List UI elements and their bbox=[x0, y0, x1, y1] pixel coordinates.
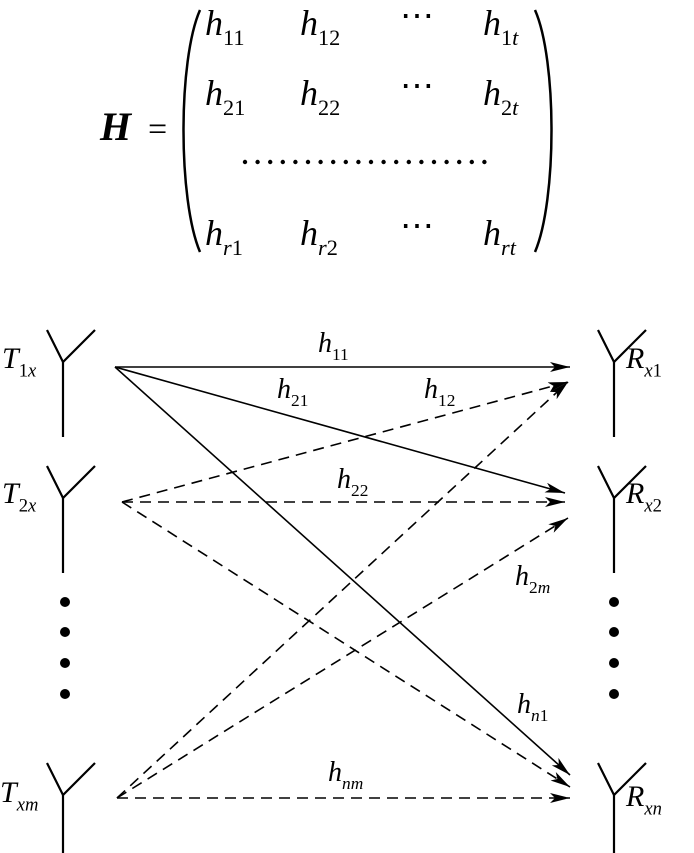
matrix-row-dot bbox=[268, 159, 273, 165]
matrix-entry: h1t bbox=[483, 3, 519, 50]
rx-antenna-icon bbox=[597, 465, 647, 573]
left-bracket bbox=[182, 9, 202, 253]
matrix-row-dot bbox=[406, 159, 411, 165]
link-label: h11 bbox=[318, 328, 349, 364]
channel-matrix-equation: H = h11 h12 ⋯ h1t h21 h22 ⋯ h2t hr1 hr2 ⋯ hrt bbox=[99, 0, 553, 260]
rx-antenna-icon bbox=[597, 762, 647, 853]
matrix-row-dot bbox=[431, 159, 437, 165]
matrix-entry: h12 bbox=[300, 3, 340, 50]
matrix-row-dot bbox=[318, 159, 323, 165]
matrix-row-dot bbox=[293, 159, 298, 165]
channel-link-dashed bbox=[121, 501, 571, 788]
matrix-ellipsis: ⋯ bbox=[400, 0, 434, 35]
antenna-ellipsis bbox=[60, 597, 619, 699]
link-label: h21 bbox=[277, 374, 308, 410]
tx-ellipsis-dot bbox=[60, 627, 70, 637]
matrix-ellipsis: ⋯ bbox=[400, 68, 434, 105]
matrix-cells: h11 h12 ⋯ h1t h21 h22 ⋯ h2t hr1 hr2 ⋯ hrt bbox=[205, 0, 519, 260]
channel-link-dashed bbox=[116, 517, 569, 799]
matrix-entry: h21 bbox=[205, 73, 245, 120]
matrix-ellipsis: ⋯ bbox=[400, 208, 434, 245]
matrix-entry: h22 bbox=[300, 73, 340, 120]
antennas bbox=[46, 329, 647, 853]
tx-antenna-icon bbox=[46, 762, 96, 853]
matrix-entry: h11 bbox=[205, 3, 244, 50]
tx-label: Txm bbox=[0, 776, 38, 815]
channel-link-solid bbox=[114, 366, 566, 494]
channel-link-dashed bbox=[121, 381, 569, 503]
right-bracket bbox=[533, 9, 553, 253]
matrix-entry: hrt bbox=[483, 213, 517, 260]
channel-links bbox=[114, 362, 571, 803]
equals-sign: = bbox=[148, 111, 167, 148]
rx-antenna-icon bbox=[597, 329, 647, 437]
matrix-row-dot bbox=[368, 159, 374, 165]
matrix-row-dot bbox=[331, 159, 336, 165]
matrix-row-dot bbox=[255, 159, 260, 165]
matrix-row-dot bbox=[381, 159, 386, 165]
link-label: hn1 bbox=[517, 689, 548, 725]
link-label: h22 bbox=[337, 464, 368, 500]
matrix-symbol: H bbox=[99, 104, 133, 149]
matrix-row-dot bbox=[242, 159, 248, 165]
rx-label: Rx1 bbox=[625, 342, 662, 381]
matrix-row-dot bbox=[444, 159, 449, 165]
matrix-row-dot bbox=[280, 159, 285, 165]
rx-label: Rx2 bbox=[625, 477, 662, 516]
matrix-row-dot bbox=[469, 159, 474, 165]
matrix-dotted-row bbox=[242, 159, 487, 165]
matrix-row-dot bbox=[394, 159, 399, 165]
tx-label: T2x bbox=[2, 477, 37, 516]
tx-ellipsis-dot bbox=[60, 597, 70, 607]
tx-antenna-icon bbox=[46, 329, 96, 437]
matrix-row-dot bbox=[356, 159, 361, 165]
matrix-row-dot bbox=[457, 159, 462, 165]
matrix-row-dot bbox=[343, 159, 348, 165]
matrix-row-dot bbox=[305, 159, 311, 165]
matrix-entry: hr1 bbox=[205, 213, 243, 260]
link-label: hnm bbox=[328, 757, 363, 793]
rx-ellipsis-dot bbox=[609, 658, 619, 668]
link-label: h2m bbox=[515, 561, 550, 597]
rx-ellipsis-dot bbox=[609, 597, 619, 607]
tx-ellipsis-dot bbox=[60, 689, 70, 699]
tx-antenna-icon bbox=[46, 465, 96, 573]
tx-label: T1x bbox=[2, 342, 37, 381]
rx-ellipsis-dot bbox=[609, 627, 619, 637]
rx-ellipsis-dot bbox=[609, 689, 619, 699]
channel-link-solid bbox=[114, 366, 571, 776]
matrix-entry: hr2 bbox=[300, 213, 338, 260]
rx-label: Rxn bbox=[625, 780, 662, 819]
tx-ellipsis-dot bbox=[60, 658, 70, 668]
matrix-row-dot bbox=[482, 159, 487, 165]
matrix-row-dot bbox=[419, 159, 424, 165]
link-label: h12 bbox=[424, 374, 455, 410]
matrix-entry: h2t bbox=[483, 73, 519, 120]
channel-link-dashed bbox=[116, 381, 569, 799]
